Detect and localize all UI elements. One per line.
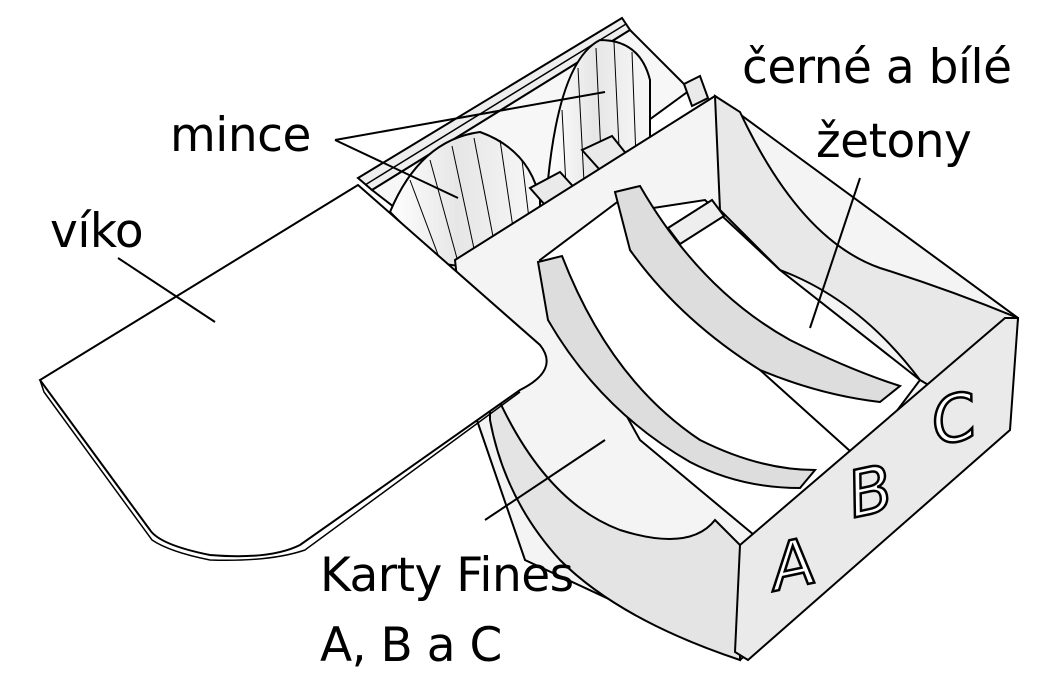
label-tokens-line2: žetony [816, 114, 972, 169]
label-lid: víko [50, 204, 144, 259]
leader-coins-right [334, 91, 606, 141]
card-divider-middle [613, 184, 903, 404]
leader-cards [484, 439, 606, 521]
lid-edge [39, 379, 521, 562]
token-spacer-block [666, 198, 726, 246]
leader-tokens [809, 177, 861, 329]
box-front-left-wall [489, 379, 741, 662]
slot-letter-c: C [925, 379, 984, 461]
card-divider-front [536, 254, 818, 490]
box-back-wall [713, 94, 1020, 432]
label-cards-line1: Karty Fines [320, 548, 574, 603]
label-coins: mince [170, 108, 311, 163]
label-tokens-line1: černé a bílé [742, 40, 1012, 95]
label-cards-line2: A, B a C [320, 618, 502, 673]
box-front-panel [733, 317, 1020, 662]
leader-coins-left [334, 139, 459, 199]
lid-panel [38, 183, 548, 558]
leader-lid [117, 257, 216, 323]
